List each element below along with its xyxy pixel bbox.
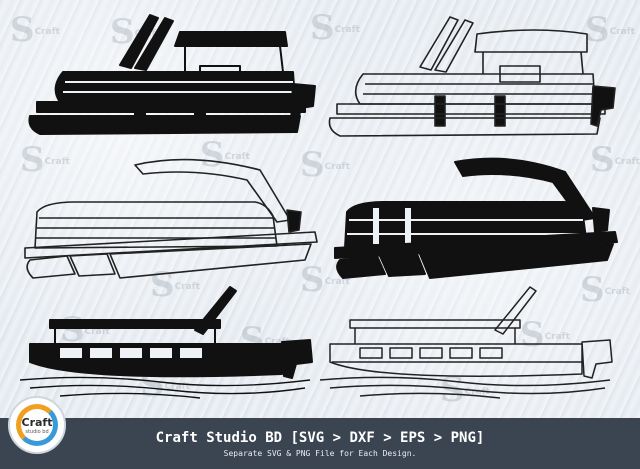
pontoon-boat-silhouette-2 bbox=[334, 157, 618, 279]
pontoon-boat-silhouette-1 bbox=[28, 14, 316, 135]
logo-text: Craft bbox=[21, 416, 53, 429]
pontoon-boat-silhouette-3 bbox=[20, 286, 313, 399]
pontoon-boat-outline-1 bbox=[328, 16, 616, 137]
craft-logo: Craft studio bd bbox=[8, 396, 66, 454]
logo-ring-icon bbox=[16, 404, 58, 446]
pontoon-boat-outline-2 bbox=[24, 158, 318, 279]
footer-title: Craft Studio BD [SVG > DXF > EPS > PNG] bbox=[155, 430, 485, 446]
pontoon-boat-outline-3 bbox=[320, 286, 613, 399]
design-canvas: SCraft SCraft SCraft SCraft SCraft SCraf… bbox=[0, 0, 640, 418]
footer-banner bbox=[0, 418, 640, 469]
footer-subtitle: Separate SVG & PNG File for Each Design. bbox=[223, 449, 417, 458]
logo-tagline: studio bd bbox=[25, 429, 49, 435]
